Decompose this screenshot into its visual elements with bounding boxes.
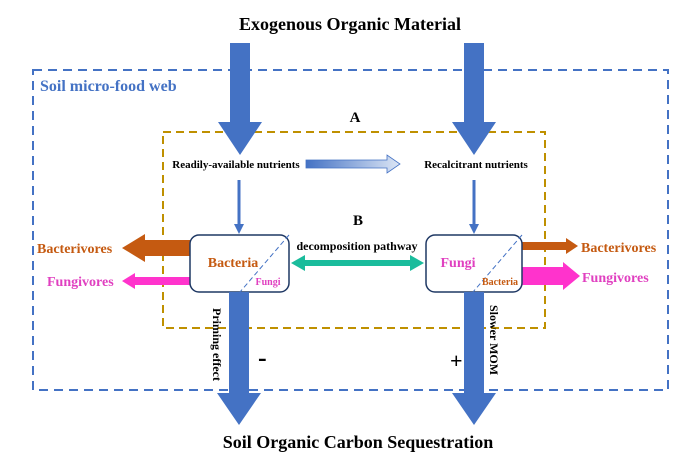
bacteria-box-minor-label: Fungi — [255, 277, 280, 288]
output-arrow-left — [217, 292, 261, 425]
section-a-label: A — [350, 110, 361, 126]
bacteria-box-main-label: Bacteria — [208, 256, 259, 271]
fungi-box — [425, 234, 523, 293]
recalcitrant-to-fungi-arrowhead — [469, 224, 479, 234]
right-bacterivores-label: Bacterivores — [581, 241, 657, 256]
left-bacterivores-label: Bacterivores — [37, 242, 113, 257]
title-bottom: Soil Organic Carbon Sequestration — [223, 432, 494, 452]
right-bacterivores-arrow — [522, 238, 578, 254]
input-arrow-right — [452, 43, 496, 155]
fungi-box-minor-label: Bacteria — [482, 277, 518, 288]
inner-box — [162, 131, 546, 329]
decomposition-pathway-arrow — [291, 255, 424, 271]
right-fungivores-label: Fungivores — [582, 271, 649, 286]
decomposition-pathway-label: decomposition pathway — [296, 239, 417, 253]
outer-box-label: Soil micro-food web — [40, 78, 177, 95]
left-fungivores-label: Fungivores — [47, 275, 114, 290]
left-effect-sign: - — [258, 343, 267, 372]
left-effect-label: Priming effect — [210, 308, 224, 381]
readily-to-bacteria-arrowhead — [234, 224, 244, 234]
left-fungivores-arrow — [122, 273, 190, 289]
output-arrow-right — [452, 292, 496, 425]
right-effect-label: Slower MOM — [487, 305, 501, 375]
nutrient-conversion-arrow — [305, 154, 401, 174]
readily-available-label: Readily-available nutrients — [172, 159, 300, 171]
left-bacterivores-arrow — [122, 234, 190, 262]
outer-food-web-box — [32, 69, 669, 391]
right-fungivores-arrow — [522, 262, 580, 290]
recalcitrant-label: Recalcitrant nutrients — [424, 159, 528, 171]
section-b-label: B — [353, 213, 363, 229]
right-effect-sign: + — [450, 348, 463, 373]
title-top: Exogenous Organic Material — [239, 14, 461, 34]
input-arrow-left — [218, 43, 262, 155]
fungi-box-main-label: Fungi — [440, 256, 475, 271]
